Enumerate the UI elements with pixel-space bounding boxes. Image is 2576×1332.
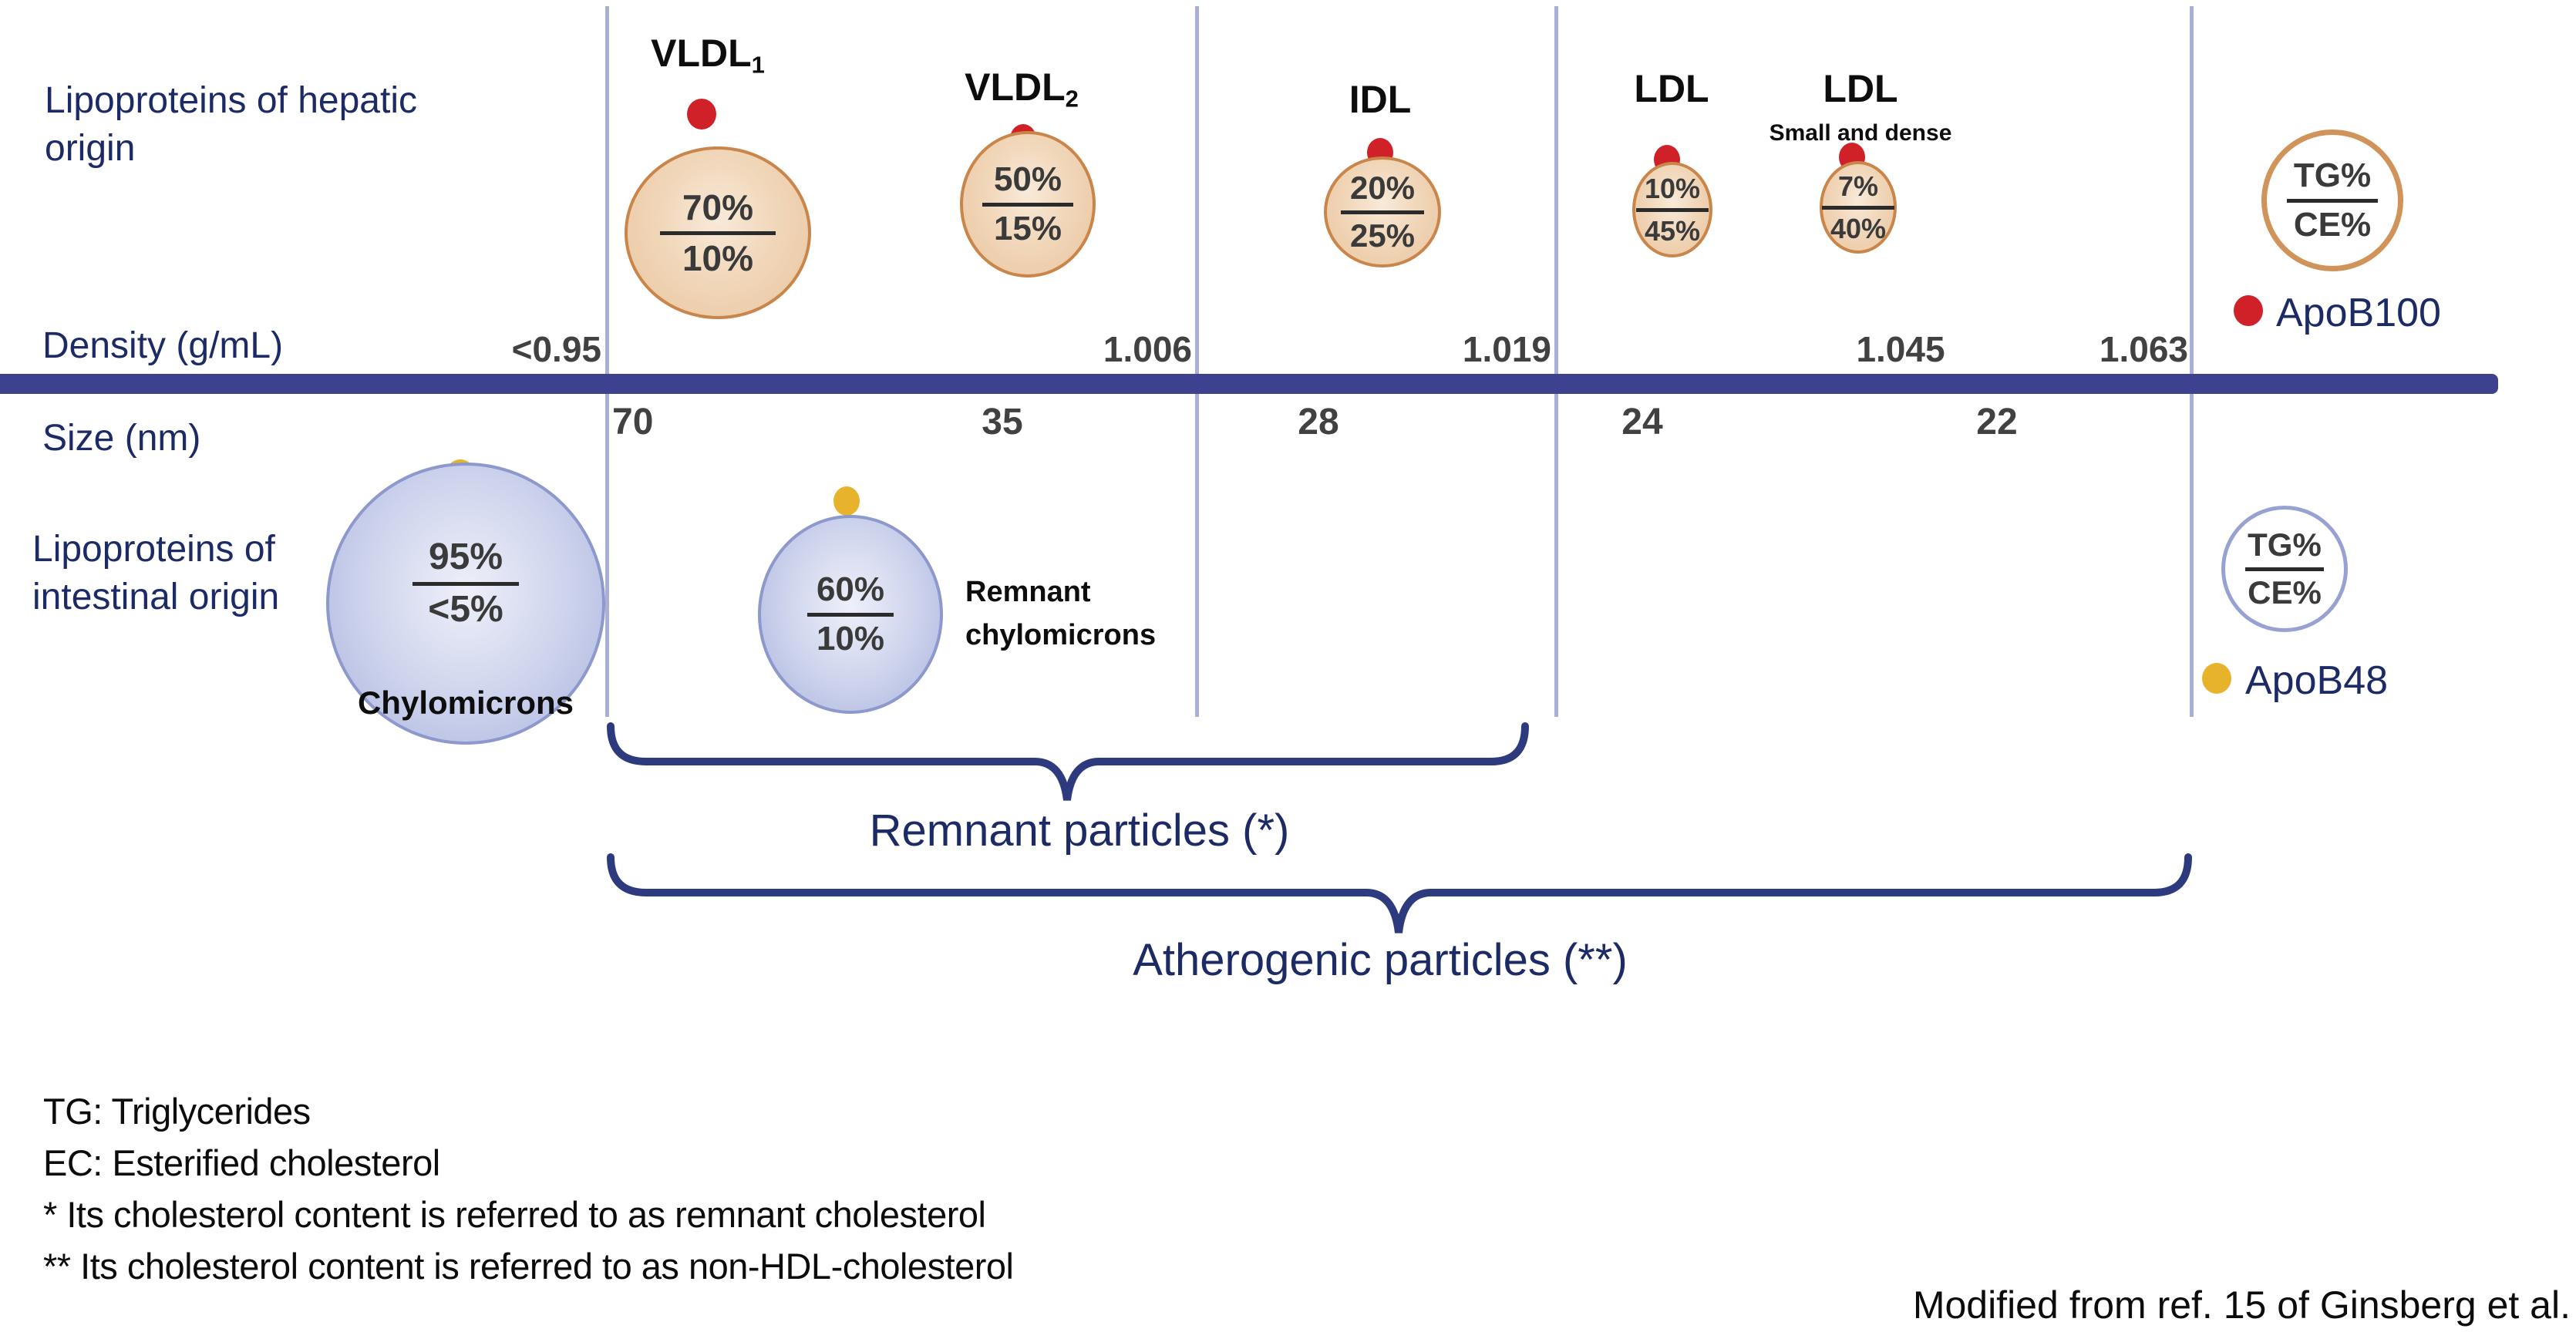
fraction-divider xyxy=(982,202,1073,207)
atherogenic-particles-label: Atherogenic particles (**) xyxy=(1133,935,1628,985)
vldl1-tg-pct: 70% xyxy=(682,187,754,228)
size-value-1: 70 xyxy=(612,402,654,442)
tg-ce-ratio-legend-intestinal: TG% CE% xyxy=(2221,506,2348,632)
density-boundary-line-3 xyxy=(1554,6,1558,717)
footnote-tg: TG: Triglycerides xyxy=(43,1091,311,1132)
legend-ce-label: CE% xyxy=(2293,205,2372,244)
size-axis-label: Size (nm) xyxy=(42,418,201,459)
vldl2-tg-pct: 50% xyxy=(993,160,1062,199)
ldl-small-dense-tg-pct: 7% xyxy=(1837,170,1879,202)
size-value-2: 35 xyxy=(982,402,1023,442)
vldl2-title: VLDL2 xyxy=(965,65,1079,113)
idl-composition: 20% 25% xyxy=(1341,171,1424,252)
remnant-particles-brace xyxy=(607,722,1529,801)
ldl-small-dense-composition: 7% 40% xyxy=(1822,170,1894,244)
apob100-legend-label: ApoB100 xyxy=(2276,291,2441,335)
hepatic-origin-label: Lipoproteins of hepatic origin xyxy=(45,77,417,173)
density-value-1: <0.95 xyxy=(511,329,601,369)
vldl1-title-text: VLDL xyxy=(651,32,752,75)
vldl2-title-subscript: 2 xyxy=(1065,85,1079,113)
remnant-chylomicrons-tg-pct: 60% xyxy=(816,570,885,609)
intestinal-origin-label: Lipoproteins of intestinal origin xyxy=(32,526,279,621)
fraction-divider xyxy=(660,230,776,235)
ldl-small-dense-particle: 7% 40% xyxy=(1820,161,1897,254)
hepatic-origin-label-line2: origin xyxy=(45,128,136,169)
hepatic-origin-label-line1: Lipoproteins of hepatic xyxy=(45,80,417,121)
vldl1-title: VLDL1 xyxy=(651,31,765,79)
footnotes: TG: Triglycerides EC: Esterified cholest… xyxy=(43,1085,1014,1292)
vldl2-ce-pct: 15% xyxy=(993,209,1062,247)
chylomicrons-particle: 95% <5% Chylomicrons xyxy=(326,462,605,745)
remnant-chylomicrons-particle: 60% 10% xyxy=(758,515,943,714)
chylomicrons-tg-pct: 95% xyxy=(428,536,503,578)
density-value-2: 1.006 xyxy=(1103,329,1192,369)
apob48-legend-dot xyxy=(2202,663,2231,694)
chylomicrons-ce-pct: <5% xyxy=(428,588,503,630)
legend-tg-label: TG% xyxy=(2248,526,2322,563)
intestinal-origin-label-line1: Lipoproteins of xyxy=(32,529,275,570)
chylomicrons-composition: 95% <5% xyxy=(412,536,519,669)
vldl1-particle: 70% 10% xyxy=(625,146,811,319)
remnant-chylomicrons-label-line2: chylomicrons xyxy=(965,619,1157,651)
fraction-divider xyxy=(807,612,894,617)
apob48-dot-remnant-chylomicrons xyxy=(833,486,860,516)
chylomicrons-label: Chylomicrons xyxy=(357,684,574,721)
density-value-5: 1.063 xyxy=(2099,329,2188,369)
fraction-divider xyxy=(2287,198,2378,203)
fraction-divider xyxy=(1636,207,1709,212)
footnote-non-hdl-cholesterol: ** Its cholesterol content is referred t… xyxy=(43,1246,1014,1287)
tg-ce-ratio-intestinal: TG% CE% xyxy=(2245,528,2324,609)
ldl-title: LDL xyxy=(1634,67,1709,110)
density-size-axis-bar xyxy=(0,374,2498,394)
ldl-small-dense-title: LDL xyxy=(1823,67,1898,110)
footnote-ec: EC: Esterified cholesterol xyxy=(43,1142,440,1183)
ldl-ce-pct: 45% xyxy=(1644,214,1701,247)
atherogenic-particles-brace xyxy=(607,853,2192,933)
density-value-3: 1.019 xyxy=(1462,329,1551,369)
vldl1-title-subscript: 1 xyxy=(751,51,765,79)
remnant-chylomicrons-label: Remnant chylomicrons xyxy=(965,570,1156,657)
apob100-dot-vldl1 xyxy=(687,99,716,130)
ldl-small-dense-ce-pct: 40% xyxy=(1830,212,1887,244)
remnant-chylomicrons-composition: 60% 10% xyxy=(807,572,894,656)
vldl1-ce-pct: 10% xyxy=(682,237,754,278)
size-value-3: 28 xyxy=(1298,402,1339,442)
attribution: Modified from ref. 15 of Ginsberg et al. xyxy=(1912,1283,2571,1327)
idl-title: IDL xyxy=(1349,78,1412,121)
legend-tg-label: TG% xyxy=(2293,156,2372,195)
remnant-chylomicrons-label-line1: Remnant xyxy=(965,576,1091,608)
vldl2-title-text: VLDL xyxy=(965,66,1066,109)
remnant-particles-label: Remnant particles (*) xyxy=(869,806,1290,856)
ldl-particle: 10% 45% xyxy=(1632,162,1712,257)
apob48-legend-label: ApoB48 xyxy=(2245,658,2389,703)
tg-ce-ratio-hepatic: TG% CE% xyxy=(2287,158,2378,242)
remnant-chylomicrons-ce-pct: 10% xyxy=(816,619,885,658)
size-value-5: 22 xyxy=(1976,402,2018,442)
density-axis-label: Density (g/mL) xyxy=(42,325,284,366)
density-value-4: 1.045 xyxy=(1856,329,1945,369)
intestinal-origin-label-line2: intestinal origin xyxy=(32,577,280,617)
idl-ce-pct: 25% xyxy=(1349,217,1416,254)
ldl-composition: 10% 45% xyxy=(1636,172,1709,247)
vldl1-composition: 70% 10% xyxy=(660,189,776,277)
fraction-divider xyxy=(1822,205,1894,210)
legend-ce-label: CE% xyxy=(2248,574,2322,610)
apob100-legend-dot xyxy=(2234,295,2263,326)
vldl2-composition: 50% 15% xyxy=(982,162,1073,246)
density-boundary-line-4 xyxy=(2190,6,2194,717)
density-boundary-line-2 xyxy=(1195,6,1199,717)
fraction-divider xyxy=(412,581,519,586)
density-boundary-line-1 xyxy=(605,6,609,717)
fraction-divider xyxy=(1341,210,1424,214)
size-value-4: 24 xyxy=(1621,402,1663,442)
idl-particle: 20% 25% xyxy=(1324,156,1441,267)
ldl-tg-pct: 10% xyxy=(1644,172,1701,204)
idl-tg-pct: 20% xyxy=(1349,170,1416,207)
ldl-small-dense-subtitle: Small and dense xyxy=(1769,120,1952,146)
fraction-divider xyxy=(2245,567,2324,571)
tg-ce-ratio-legend-hepatic: TG% CE% xyxy=(2261,130,2403,271)
footnote-remnant-cholesterol: * Its cholesterol content is referred to… xyxy=(43,1194,986,1235)
vldl2-particle: 50% 15% xyxy=(960,131,1096,278)
